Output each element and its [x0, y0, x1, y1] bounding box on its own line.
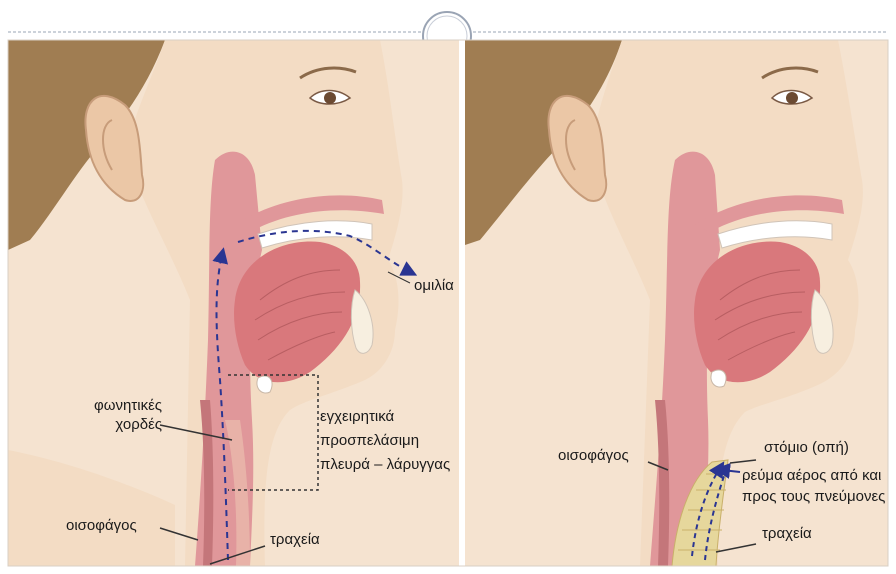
label-airflow-2: προς τους πνεύμονες [742, 487, 885, 506]
label-esophagus-right: οισοφάγος [558, 446, 629, 465]
label-trachea-right: τραχεία [762, 524, 812, 543]
label-vocal-cords-1: φωνητικές [66, 396, 162, 415]
label-vocal-cords-2: χορδές [66, 415, 162, 434]
label-stoma: στόμιο (οπή) [764, 438, 849, 457]
label-surgical-2: προσπελάσιμη [320, 431, 419, 450]
label-surgical-1: εγχειρητικά [320, 407, 394, 426]
label-airflow-1: ρεύμα αέρος από και [742, 466, 881, 485]
label-trachea-left: τραχεία [270, 530, 320, 549]
left-panel [8, 40, 459, 566]
label-speech: ομιλία [414, 276, 454, 295]
label-surgical-3: πλευρά – λάρυγγας [320, 455, 450, 474]
label-esophagus-left: οισοφάγος [66, 516, 137, 535]
